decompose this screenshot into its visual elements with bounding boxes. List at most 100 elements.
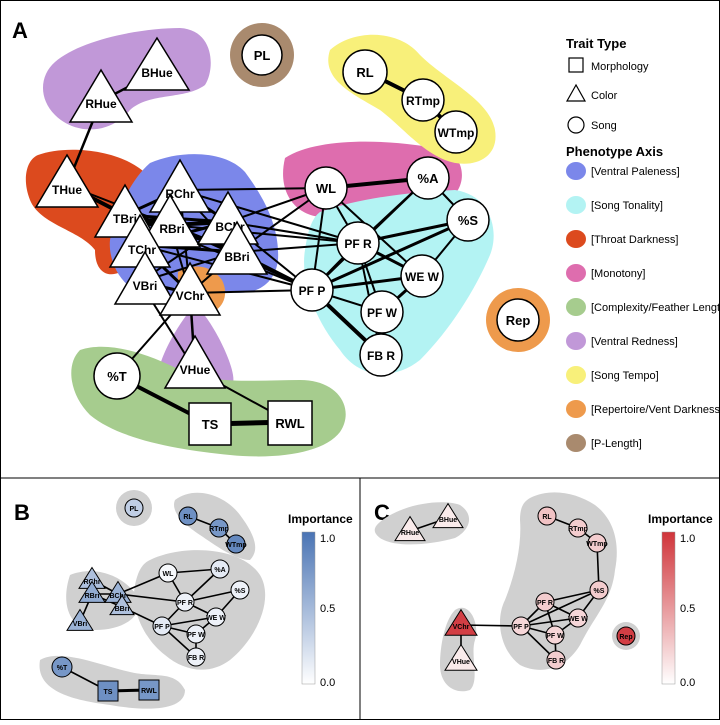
node-label: %T (57, 665, 68, 672)
node: WTmp (225, 534, 247, 554)
node-label: VHue (452, 659, 470, 666)
node: PF P (511, 616, 531, 636)
node: TS (97, 680, 119, 702)
axis-legend-label: [Complexity/Feather Length] (591, 302, 720, 314)
axis-swatch-icon (566, 400, 586, 418)
square-icon (568, 57, 584, 73)
node-label: WE W (568, 616, 588, 623)
triangle-icon (565, 83, 587, 102)
node-label: PF W (187, 632, 205, 639)
node-shape (93, 352, 141, 400)
node: RBri (78, 580, 106, 603)
node-label: %A (418, 171, 440, 186)
node-label: PF P (513, 624, 529, 631)
axis-swatch-icon (566, 264, 586, 282)
node-label: WTmp (586, 541, 607, 548)
edge (179, 189, 359, 244)
nodes-a: PL BHue RHue RL RTmp WTmp THue TBri RChr… (34, 34, 540, 446)
node-label: Rep (506, 313, 531, 328)
node-label: VChr (453, 624, 470, 631)
node-bhue: BHue (123, 36, 191, 91)
node: FB R (186, 647, 206, 667)
node-shape (158, 563, 178, 583)
node: Rep (616, 626, 636, 646)
edge (520, 589, 600, 627)
node-shape (152, 616, 172, 636)
node-label: RChr (165, 187, 195, 201)
node: WE W (568, 608, 588, 628)
node-fb-r: FB R (359, 333, 403, 377)
node-label: VBri (133, 279, 158, 293)
axis-legend-label: [Repertoire/Vent Darkness] (591, 404, 720, 416)
node-label: VHue (180, 363, 211, 377)
node-shape (97, 680, 119, 702)
node-shape (568, 518, 588, 538)
node: PL (124, 498, 144, 518)
node-shape (241, 34, 283, 76)
node-rhue: RHue (68, 68, 134, 123)
node-label: THue (52, 183, 82, 197)
node-label: %S (458, 213, 479, 228)
node-rwl: RWL (267, 400, 313, 446)
node-shape (342, 49, 388, 95)
node-pf-p: PF P (290, 268, 334, 312)
node: WE W (206, 607, 226, 627)
axis-swatch-icon (566, 230, 586, 248)
node-label: WTmp (225, 542, 246, 549)
panel-a: A (12, 18, 720, 457)
edge (310, 218, 470, 292)
node-shape (545, 625, 565, 645)
panel-b-colorbar-tick: 1.0 (320, 533, 335, 545)
axis-swatch-icon (566, 196, 586, 214)
axis-legend-label: [Ventral Redness] (591, 336, 678, 348)
axis-legend-items: [Ventral Paleness][Song Tonality][Throat… (566, 162, 720, 452)
node-shape (186, 647, 206, 667)
node-label: BBri (115, 606, 130, 613)
node-shape (210, 559, 230, 579)
node-label: WE W (405, 270, 440, 284)
node: PF P (152, 616, 172, 636)
axis-legend-label: [Monotony] (591, 268, 645, 280)
panel-b-colorbar (301, 531, 316, 685)
node: VChr (444, 608, 478, 636)
axis-swatch-icon (566, 434, 586, 452)
node-shape (66, 608, 94, 631)
node-vhue: VHue (163, 334, 227, 389)
node: PF R (535, 592, 555, 612)
node-shape (109, 594, 135, 616)
node: RHue (394, 515, 426, 542)
panel-c-colorbar-title: Importance (648, 512, 713, 526)
node-we-w: WE W (400, 254, 444, 298)
node-shape (446, 198, 490, 242)
panel-b-colorbar-title: Importance (288, 512, 353, 526)
node-shape (444, 643, 478, 671)
node-label: PF R (344, 237, 372, 251)
node-shape (230, 580, 250, 600)
edge (117, 593, 186, 603)
axis-legend-label: [Song Tempo] (591, 370, 659, 382)
legend-trait-type-label: Song (591, 120, 617, 132)
node-shape (290, 268, 334, 312)
node-shape (178, 506, 198, 526)
node-label: RBri (159, 222, 184, 236)
node-shape (34, 153, 100, 208)
node-label: RBri (85, 593, 100, 600)
node-label: TBri (113, 212, 137, 226)
node-shape (124, 498, 144, 518)
node-rtmp: RTmp (401, 78, 445, 122)
node-shape (496, 298, 540, 342)
node-shape (304, 166, 348, 210)
panel-a-label: A (12, 18, 28, 43)
panel-c-colorbar (661, 531, 676, 685)
panel-b-colorbar-tick: 0.0 (320, 677, 335, 689)
node-shape (209, 518, 229, 538)
node: VHue (444, 643, 478, 671)
node-label: WE W (206, 615, 226, 622)
node-label: VBri (73, 621, 87, 628)
node-label: %T (107, 369, 127, 384)
node-label: BBri (224, 250, 249, 264)
node-shape (535, 592, 555, 612)
node-thue: THue (34, 153, 100, 208)
legend: Trait Type Morphology Color Song Phenoty… (565, 36, 720, 452)
